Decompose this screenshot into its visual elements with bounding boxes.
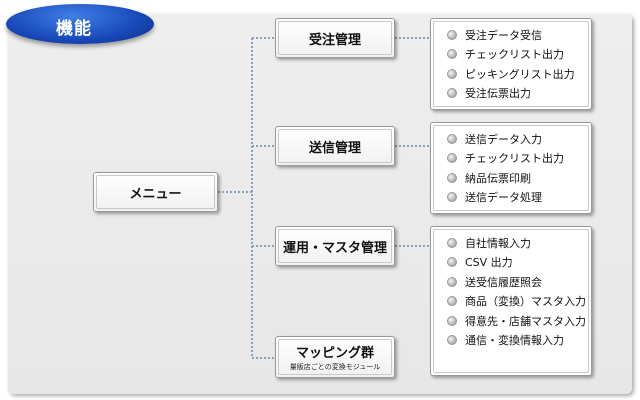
bullet-icon: [447, 192, 457, 203]
list-item[interactable]: CSV 出力: [447, 253, 591, 273]
bullet-icon: [447, 335, 457, 346]
list-item[interactable]: 受注データ受信: [447, 25, 591, 45]
bullet-icon: [447, 49, 457, 60]
bullet-icon: [447, 133, 457, 144]
list-item[interactable]: 商品（変換）マスタ入力: [447, 292, 591, 312]
title-badge: 機能: [6, 4, 154, 44]
group-operation-master-management[interactable]: 運用・マスタ管理: [275, 226, 395, 266]
menu-root-node[interactable]: メニュー: [93, 172, 218, 212]
list-item[interactable]: 通信・変換情報入力: [447, 331, 591, 351]
list-item[interactable]: 納品伝票印刷: [447, 168, 591, 188]
bullet-icon: [447, 29, 457, 40]
bullet-icon: [447, 68, 457, 79]
group-mapping[interactable]: マッピング群 量販店ごとの変換モジュール: [275, 336, 395, 378]
bullet-icon: [447, 296, 457, 307]
list-item[interactable]: ピッキングリスト出力: [447, 64, 591, 84]
bullet-icon: [447, 88, 457, 99]
bullet-icon: [447, 315, 457, 326]
list-item[interactable]: 送信データ処理: [447, 188, 591, 208]
bullet-icon: [447, 172, 457, 183]
menu-root-label: メニュー: [129, 186, 182, 202]
order-management-list: 受注データ受信 チェックリスト出力 ピッキングリスト出力 受注伝票出力: [430, 18, 592, 110]
list-item[interactable]: チェックリスト出力: [447, 45, 591, 65]
list-item[interactable]: 得意先・店舗マスタ入力: [447, 311, 591, 331]
page-title: 機能: [56, 19, 92, 39]
operation-master-list: 自社情報入力 CSV 出力 送受信履歴照会 商品（変換）マスタ入力 得意先・店舗…: [430, 226, 592, 376]
bullet-icon: [447, 153, 457, 164]
list-item[interactable]: 送信データ入力: [447, 129, 591, 149]
bullet-icon: [447, 257, 457, 268]
send-management-list: 送信データ入力 チェックリスト出力 納品伝票印刷 送信データ処理: [430, 122, 592, 214]
group-label: 受注管理: [308, 32, 361, 48]
list-item[interactable]: チェックリスト出力: [447, 149, 591, 169]
list-item[interactable]: 自社情報入力: [447, 233, 591, 253]
group-label: 送信管理: [308, 140, 361, 156]
group-order-management[interactable]: 受注管理: [275, 18, 395, 58]
list-item[interactable]: 受注伝票出力: [447, 84, 591, 104]
bullet-icon: [447, 237, 457, 248]
group-label: マッピング群: [295, 346, 374, 361]
bullet-icon: [447, 276, 457, 287]
group-label: 運用・マスタ管理: [282, 240, 387, 256]
group-sublabel: 量販店ごとの変換モジュール: [289, 363, 381, 371]
list-item[interactable]: 送受信履歴照会: [447, 272, 591, 292]
group-send-management[interactable]: 送信管理: [275, 126, 395, 166]
